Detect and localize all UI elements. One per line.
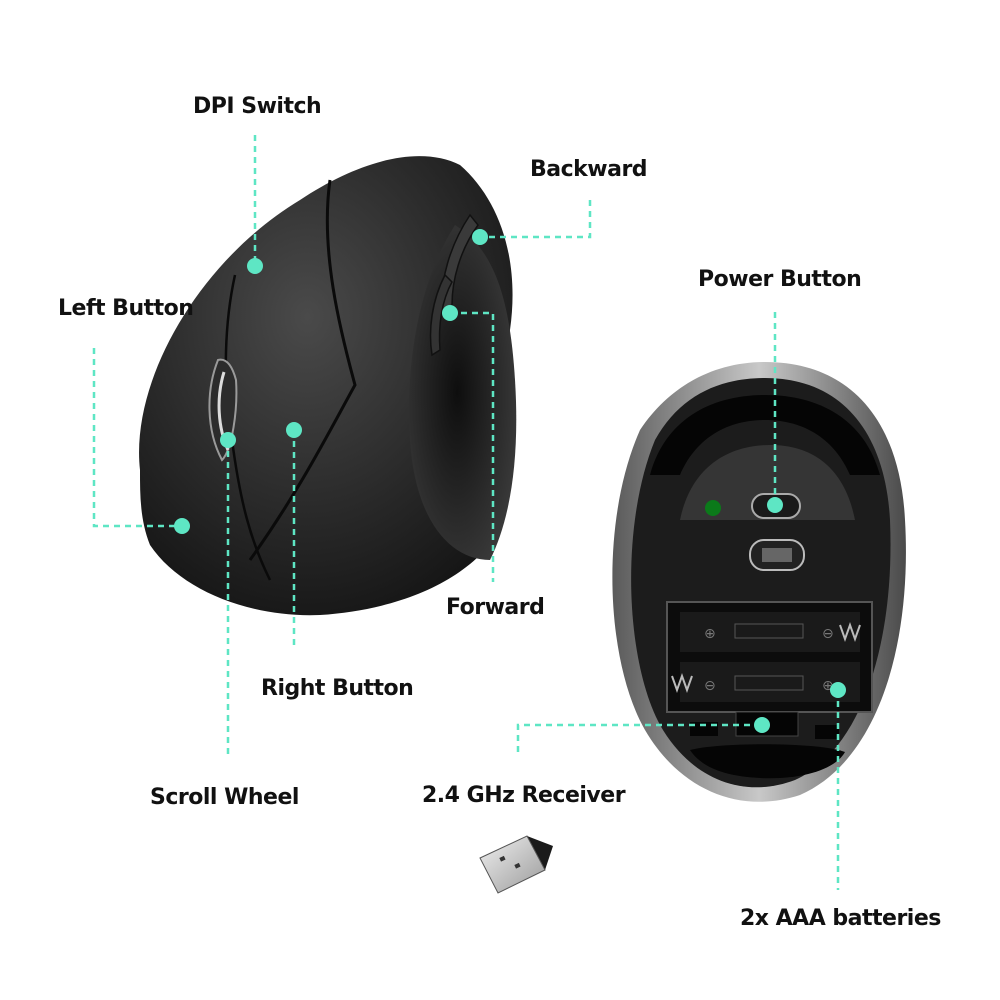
label-backward: Backward	[530, 157, 648, 182]
dot-power-button	[767, 497, 783, 513]
dot-left-button	[174, 518, 190, 534]
svg-text:⊖: ⊖	[704, 678, 716, 694]
label-power-button: Power Button	[698, 267, 862, 292]
usb-receiver-icon	[479, 835, 553, 894]
label-receiver: 2.4 GHz Receiver	[422, 783, 626, 808]
mouse-side-view	[139, 156, 517, 616]
dot-forward	[442, 305, 458, 321]
dot-receiver	[754, 717, 770, 733]
callout-dots	[174, 229, 846, 733]
label-left-button: Left Button	[58, 296, 194, 321]
label-dpi-switch: DPI Switch	[193, 94, 322, 119]
svg-text:⊖: ⊖	[822, 626, 834, 642]
label-forward: Forward	[446, 595, 545, 620]
dot-batteries	[830, 682, 846, 698]
dot-scroll-wheel	[220, 432, 236, 448]
label-right-button: Right Button	[261, 676, 414, 701]
dot-dpi-switch	[247, 258, 263, 274]
mouse-bottom-view: ⊕ ⊖ ⊖ ⊕	[612, 362, 906, 802]
label-scroll-wheel: Scroll Wheel	[150, 785, 299, 810]
svg-text:⊕: ⊕	[704, 626, 716, 642]
callout-lines	[92, 135, 840, 890]
dot-backward	[472, 229, 488, 245]
svg-text:⊕: ⊕	[822, 678, 834, 694]
label-batteries: 2x AAA batteries	[740, 906, 941, 931]
dot-right-button	[286, 422, 302, 438]
